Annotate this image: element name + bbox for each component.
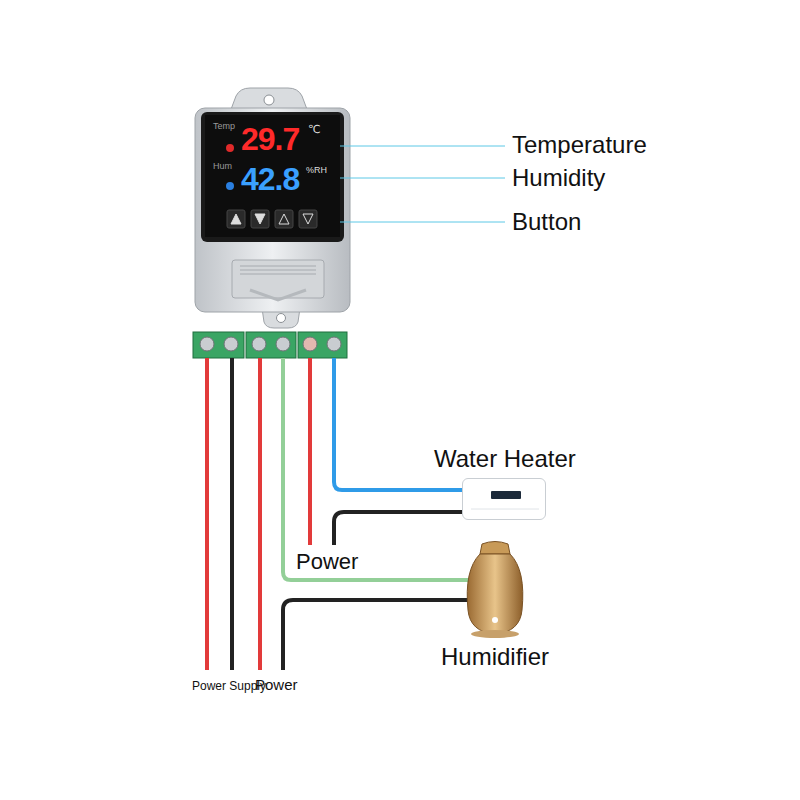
temp-tag: Temp: [213, 121, 235, 132]
terminal-blocks: [193, 332, 347, 358]
unit-rh: %RH: [306, 165, 327, 176]
wires: [207, 358, 472, 670]
unit-celsius: ℃: [308, 123, 320, 136]
vent-slots: [240, 266, 316, 274]
humidifier-art: [460, 540, 530, 638]
heater-art: [463, 479, 547, 521]
part-label: Button: [512, 208, 581, 237]
part-label: Temperature: [512, 131, 647, 160]
humidity-reading: 42.8: [241, 163, 299, 195]
device-label: Humidifier: [441, 643, 549, 672]
part-label: Humidity: [512, 164, 605, 193]
hum-tag: Hum: [213, 161, 232, 172]
wire-label: Power: [296, 549, 358, 575]
display-bezel: [201, 112, 344, 242]
temperature-reading: 29.7: [241, 123, 299, 155]
humidifier: Humidifier: [460, 540, 530, 638]
vent-arrow: [250, 290, 306, 300]
mount-hole: [264, 95, 274, 105]
device-label: Water Heater: [434, 445, 576, 474]
housing: [195, 108, 350, 312]
wire-label: Power Supply: [192, 679, 266, 693]
mount-hole: [277, 314, 286, 323]
display-panel: Temp 29.7 ℃ Hum 42.8 %RH: [205, 115, 340, 237]
vent-cover: [232, 260, 324, 298]
water-heater: Water Heater: [462, 478, 546, 520]
wire-label: Power: [255, 676, 298, 694]
